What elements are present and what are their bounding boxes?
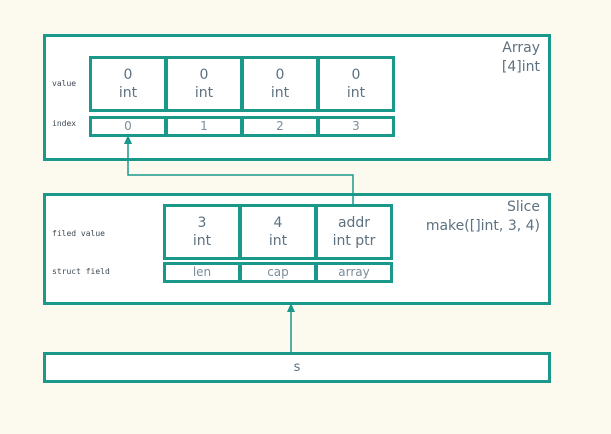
cell-type: int: [270, 85, 290, 101]
cell-type: int: [118, 85, 138, 101]
cell-value: 3: [197, 215, 207, 231]
array-index-row-label: index: [52, 119, 77, 128]
s-variable-label: s: [293, 360, 301, 375]
slice-box-title: Slice make([]int, 3, 4): [380, 198, 540, 236]
cell-type: int ptr: [332, 233, 376, 249]
slice-field-value-row: 3 int 4 int addr int ptr: [163, 204, 393, 260]
cell-value: 4: [273, 215, 283, 231]
slice-cell-array-ptr: addr int ptr: [316, 205, 392, 259]
array-index-3: 3: [318, 117, 394, 136]
slice-struct-field-row-label: struct field: [52, 267, 110, 276]
array-index-1: 1: [166, 117, 242, 136]
array-title-decl: [4]int: [501, 59, 540, 75]
array-cell-0: 0 int: [90, 57, 166, 111]
array-index-row: 0 1 2 3: [89, 116, 395, 137]
array-box-title: Array [4]int: [380, 39, 540, 77]
cell-type: int: [192, 233, 212, 249]
cell-type: int: [194, 85, 214, 101]
cell-value: 0: [275, 67, 285, 83]
cell-type: int: [346, 85, 366, 101]
slice-cell-len: 3 int: [164, 205, 240, 259]
cell-value: addr: [337, 215, 371, 231]
struct-field-array: array: [316, 263, 392, 282]
cell-value: 0: [199, 67, 209, 83]
array-title-type: Array: [502, 40, 540, 56]
slice-title-decl: make([]int, 3, 4): [425, 218, 540, 234]
slice-cell-cap: 4 int: [240, 205, 316, 259]
cell-value: 0: [351, 67, 361, 83]
arrow-s-to-slice: [287, 303, 295, 352]
struct-field-len: len: [164, 263, 240, 282]
array-value-row-label: value: [52, 79, 77, 88]
array-cell-3: 0 int: [318, 57, 394, 111]
array-value-row: 0 int 0 int 0 int 0 int: [89, 56, 395, 112]
array-cell-1: 0 int: [166, 57, 242, 111]
array-cell-2: 0 int: [242, 57, 318, 111]
cell-value: 0: [123, 67, 133, 83]
slice-title-type: Slice: [507, 199, 540, 215]
s-variable-box: s: [43, 352, 551, 383]
cell-type: int: [268, 233, 288, 249]
array-index-2: 2: [242, 117, 318, 136]
slice-field-value-row-label: filed value: [52, 229, 105, 238]
array-index-0: 0: [90, 117, 166, 136]
slice-struct-field-row: len cap array: [163, 262, 393, 283]
struct-field-cap: cap: [240, 263, 316, 282]
